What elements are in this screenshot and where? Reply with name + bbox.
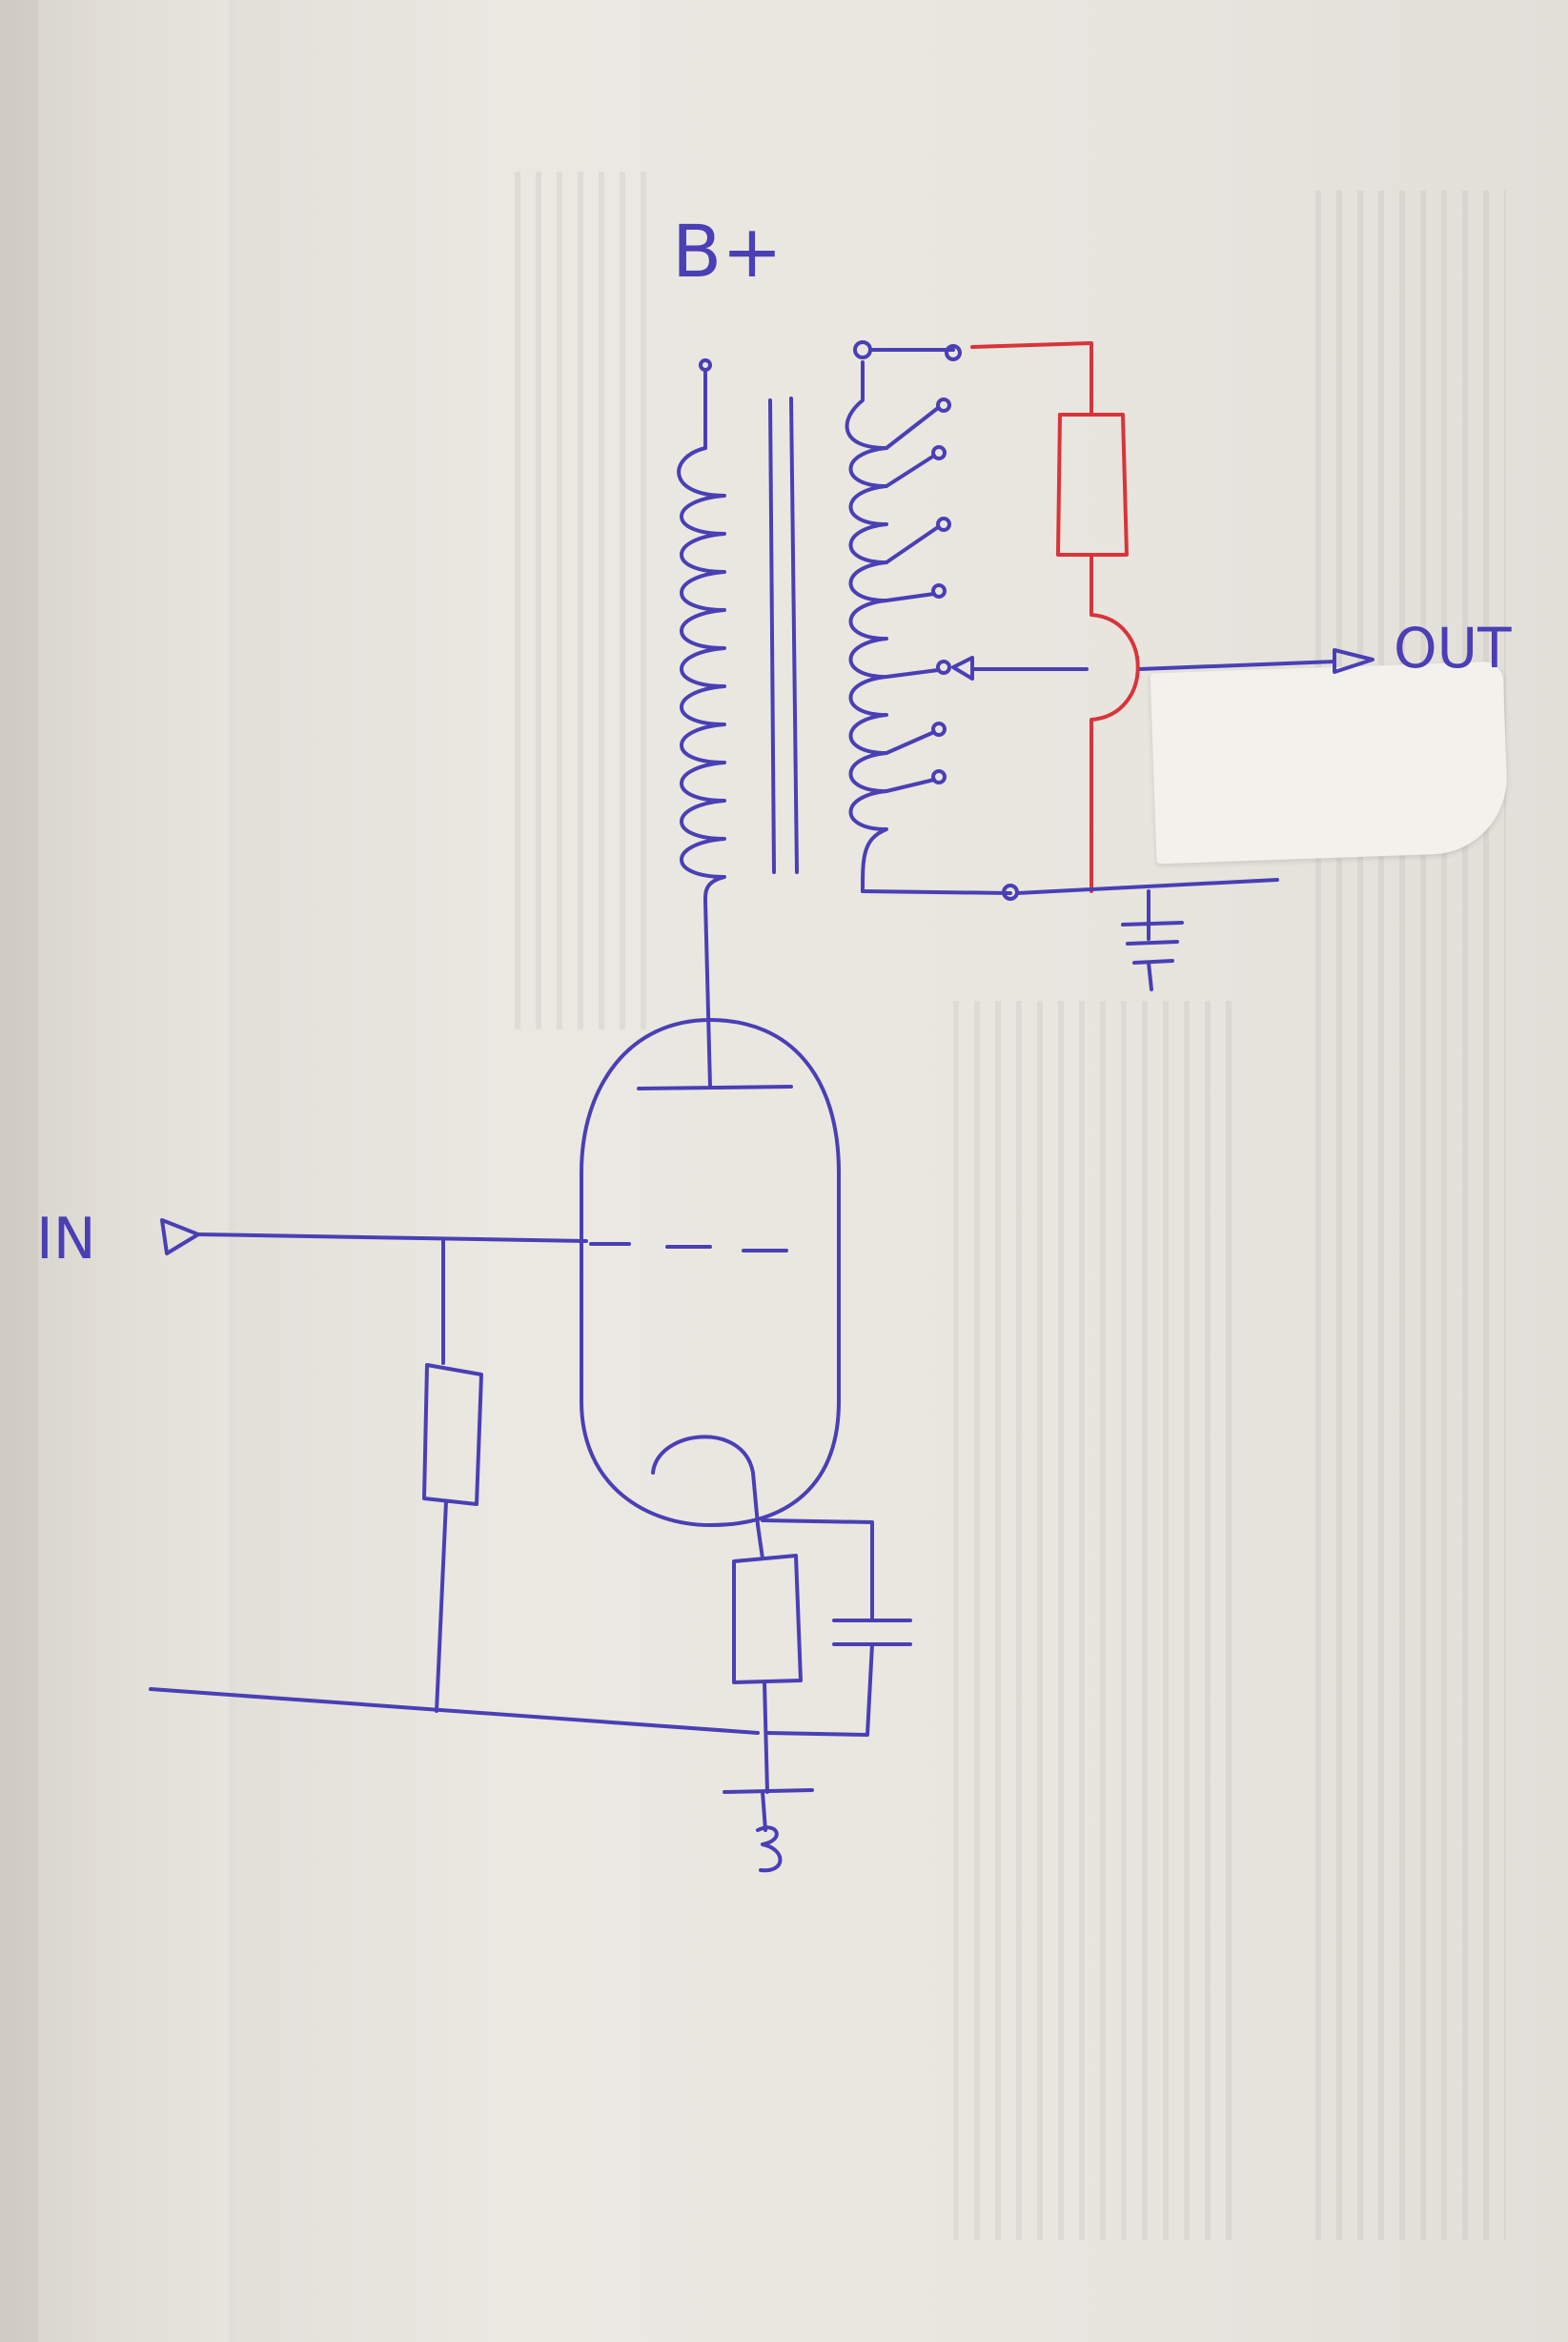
triode-cathode bbox=[651, 1435, 760, 1527]
input-label: IN bbox=[36, 1206, 96, 1273]
ground-bus bbox=[149, 1687, 760, 1735]
bleed-through-text bbox=[953, 1001, 1239, 2240]
primary-winding bbox=[677, 446, 726, 903]
output-wiper bbox=[951, 648, 1375, 681]
cathode-resistor bbox=[732, 1523, 803, 1794]
grid-resistor bbox=[422, 1237, 483, 1713]
plate-lead bbox=[703, 899, 712, 1089]
clear-tape-strip bbox=[38, 0, 229, 2342]
bleed-through-text bbox=[1315, 191, 1506, 2240]
secondary-taps bbox=[853, 340, 962, 793]
triode-tube bbox=[580, 1018, 841, 1527]
triode-plate bbox=[637, 1085, 793, 1090]
supply-label: B+ bbox=[672, 209, 783, 294]
secondary-ground bbox=[861, 878, 1279, 991]
triode-grid bbox=[589, 1242, 788, 1252]
bleed-through-text bbox=[515, 172, 648, 1029]
cathode-bypass-capacitor bbox=[761, 1518, 912, 1737]
paper-sheet bbox=[238, 0, 1568, 2342]
background-surface bbox=[0, 0, 248, 2342]
output-label: OUT bbox=[1394, 616, 1512, 681]
ground-symbol bbox=[723, 1788, 814, 1873]
supply-terminal bbox=[699, 358, 712, 450]
secondary-winding bbox=[845, 360, 888, 893]
load-resistor bbox=[970, 341, 1140, 893]
transformer-core bbox=[768, 397, 799, 874]
input-terminal bbox=[160, 1218, 588, 1255]
